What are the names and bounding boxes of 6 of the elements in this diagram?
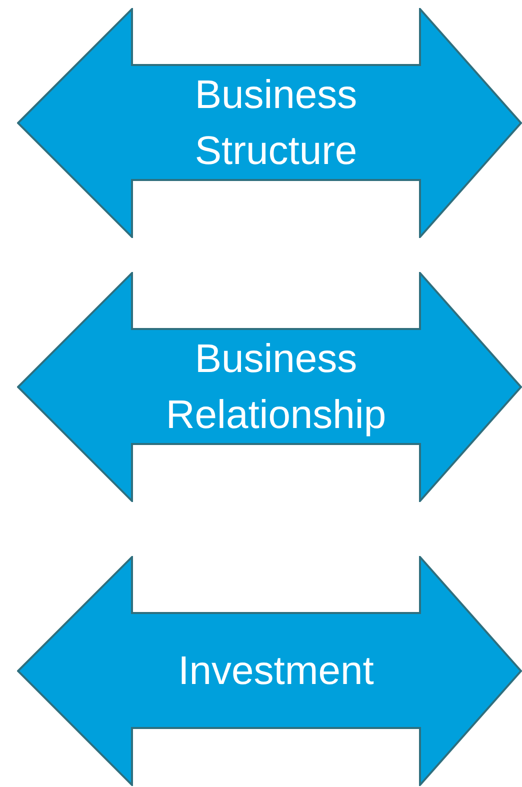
double-arrow-shape <box>17 272 522 502</box>
double-arrow-shape <box>17 8 522 238</box>
arrow-label: Business Relationship <box>164 336 388 438</box>
double-arrow-shape <box>17 556 522 786</box>
arrow-label: Investment <box>177 648 375 694</box>
arrow-label: Business Structure <box>194 72 358 174</box>
